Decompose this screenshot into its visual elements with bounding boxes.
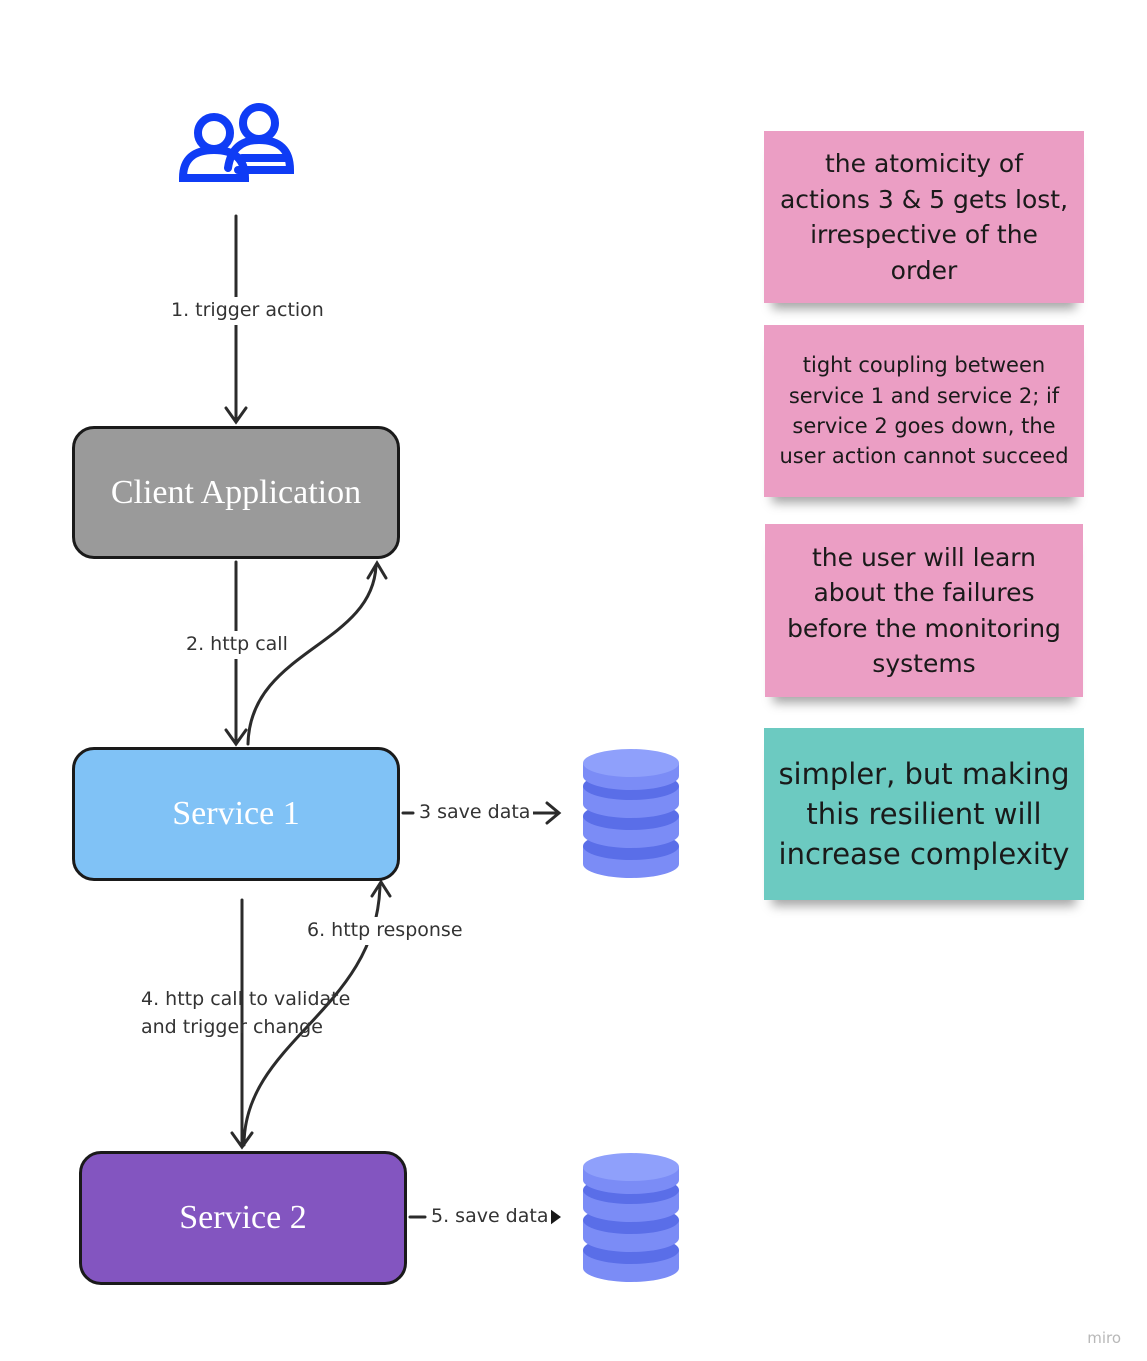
edge-1-label: 1. trigger action: [168, 297, 327, 325]
database-icon: [583, 1153, 679, 1282]
sticky-note-text: the atomicity of actions 3 & 5 gets lost…: [779, 149, 1069, 285]
service-2-node: Service 2: [79, 1151, 407, 1285]
edge-3-label: 3 save data: [416, 799, 534, 827]
database-icon: [583, 749, 679, 878]
sticky-note-atomicity: the atomicity of actions 3 & 5 gets lost…: [764, 131, 1084, 303]
miro-watermark: miro: [1087, 1329, 1121, 1347]
client-application-node: Client Application: [72, 426, 400, 559]
sticky-note-failures: the user will learn about the failures b…: [765, 524, 1083, 697]
edge-5-arrowhead: [550, 1209, 561, 1225]
sticky-note-text: tight coupling between service 1 and ser…: [779, 353, 1069, 469]
sticky-note-text: simpler, but making this resilient will …: [778, 756, 1070, 871]
edge-3-arrowhead: [545, 801, 562, 825]
sticky-note-complexity: simpler, but making this resilient will …: [764, 728, 1084, 900]
edge-2-arrowhead: [224, 728, 248, 747]
edge-6-arrowhead: [370, 879, 392, 898]
edge-1-arrowhead: [224, 406, 248, 425]
users-icon: [178, 103, 295, 182]
edge-4-arrowhead: [230, 1131, 254, 1150]
service-1-node: Service 1: [72, 747, 400, 881]
sticky-note-coupling: tight coupling between service 1 and ser…: [764, 325, 1084, 497]
edge-2-label: 2. http call: [183, 631, 291, 659]
sticky-note-text: the user will learn about the failures b…: [787, 542, 1061, 679]
edge-6-label: 6. http response: [304, 917, 466, 945]
edge-return-1-line: [246, 564, 378, 746]
edge-return-1-arrowhead: [366, 560, 388, 580]
edge-5-label: 5. save data: [428, 1203, 552, 1231]
edge-4-label: 4. http call to validate and trigger cha…: [141, 988, 351, 1038]
